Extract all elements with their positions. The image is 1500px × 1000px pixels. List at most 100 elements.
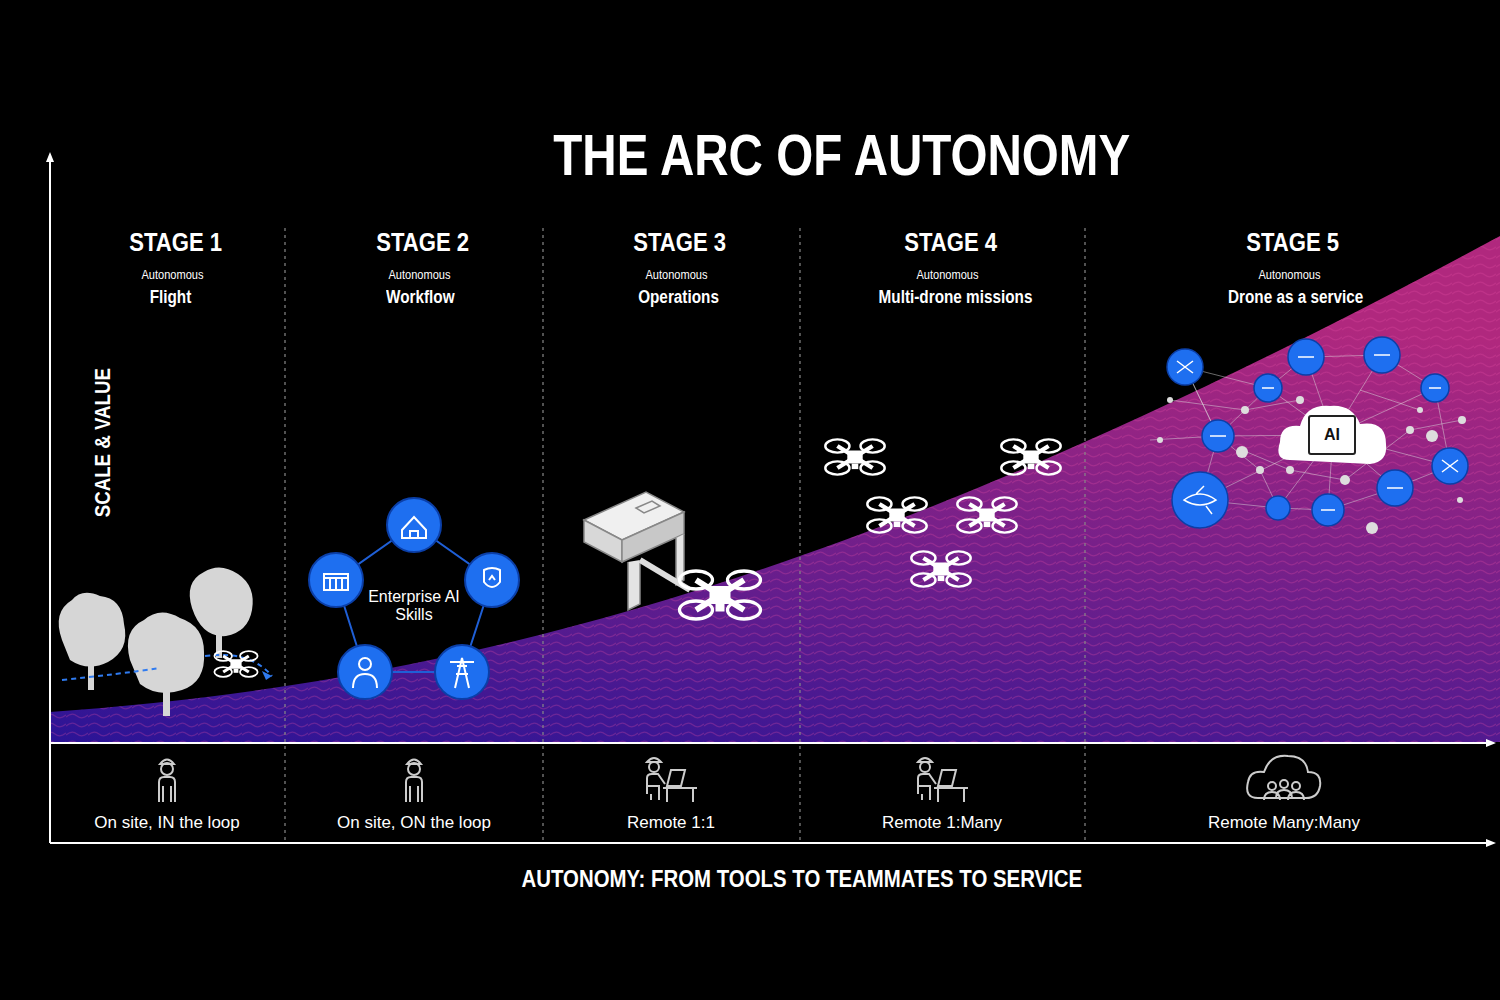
control-mode: On site, ON the loop — [337, 813, 491, 833]
illustration-part — [1340, 475, 1350, 485]
illustration-part — [309, 553, 363, 607]
illustration-part — [1292, 782, 1300, 790]
illustration-part — [309, 498, 519, 699]
illustration-part — [1236, 446, 1248, 458]
stage-kind: Autonomous — [388, 268, 450, 283]
stage-name: Multi-drone missions — [879, 287, 1033, 308]
illustration-part — [584, 520, 622, 562]
illustration-part — [911, 551, 970, 586]
illustration-part — [214, 651, 257, 677]
illustration-part — [1247, 756, 1320, 800]
stage-name: Operations — [638, 287, 719, 308]
illustration-part — [1278, 406, 1386, 464]
control-mode: Remote 1:Many — [882, 813, 1002, 833]
illustration-part — [324, 517, 500, 688]
illustration-part — [1457, 497, 1463, 503]
control-mode: Remote 1:1 — [627, 813, 715, 833]
illustration-part — [1486, 839, 1496, 847]
illustration-part — [1286, 466, 1294, 474]
illustration-part — [1366, 522, 1378, 534]
chip-text: AI — [1324, 426, 1340, 444]
illustration-part — [867, 497, 926, 532]
stage-number: STAGE 2 — [376, 228, 469, 258]
illustration-part — [799, 228, 800, 842]
illustration-part — [542, 228, 543, 842]
illustration-part — [406, 760, 422, 803]
illustration-part — [1167, 397, 1173, 403]
stage-name: Workflow — [386, 287, 455, 308]
illustration-part — [46, 152, 54, 162]
illustration-part — [49, 158, 51, 843]
illustration-part — [1426, 430, 1438, 442]
stage-name: Drone as a service — [1228, 287, 1363, 308]
illustration-part — [50, 236, 1500, 742]
illustration-part — [1256, 466, 1264, 474]
stage-kind: Autonomous — [645, 268, 707, 283]
illustration-part — [1280, 780, 1288, 788]
illustration-part — [1406, 426, 1414, 434]
illustration-part — [59, 567, 253, 716]
illustration-part — [159, 760, 175, 803]
stage-kind: Autonomous — [141, 268, 203, 283]
illustration-part — [1157, 437, 1163, 443]
illustration-part — [190, 567, 253, 636]
illustration-part — [825, 439, 884, 474]
illustration-part — [1486, 739, 1496, 747]
illustration-part — [387, 498, 441, 552]
illustration-part — [338, 645, 392, 699]
illustration-part — [484, 568, 500, 587]
illustration-part — [324, 574, 348, 590]
stage-number: STAGE 4 — [904, 228, 997, 258]
illustration-part — [50, 842, 1488, 844]
illustration-part — [636, 501, 660, 513]
stage-kind: Autonomous — [916, 268, 978, 283]
illustration-part — [680, 571, 761, 619]
illustration-part — [957, 497, 1016, 532]
illustration-part — [1241, 406, 1249, 414]
illustration-part — [402, 517, 426, 538]
stage-name: Flight — [150, 287, 192, 308]
illustration-part — [285, 228, 1085, 842]
caption: AUTONOMY: FROM TOOLS TO TEAMMATES TO SER… — [521, 865, 1082, 893]
illustration-part — [353, 674, 377, 688]
illustration-part — [1001, 439, 1060, 474]
title: THE ARC OF AUTONOMY — [553, 122, 1130, 189]
control-mode: Remote Many:Many — [1208, 813, 1360, 833]
illustration-part — [359, 658, 371, 670]
illustration-part — [1184, 486, 1216, 514]
illustration-part — [1247, 756, 1320, 798]
illustration-part — [450, 658, 474, 688]
illustration-part — [46, 152, 1496, 847]
illustration-part — [1264, 790, 1304, 800]
illustration-part — [918, 758, 968, 802]
illustration-part — [1177, 355, 1458, 514]
ai-chip: AI — [1308, 415, 1356, 455]
illustration-part — [50, 742, 1488, 744]
illustration-part — [128, 612, 204, 692]
stage-number: STAGE 1 — [129, 228, 222, 258]
illustration-part — [1157, 396, 1466, 534]
illustration-part — [1167, 337, 1468, 528]
axis-label: SCALE & VALUE — [91, 368, 116, 517]
illustration-part — [1458, 416, 1466, 424]
illustration-part — [284, 228, 285, 842]
illustration-part — [435, 645, 489, 699]
stage-number: STAGE 5 — [1246, 228, 1339, 258]
stage-kind: Autonomous — [1258, 268, 1320, 283]
illustration-part — [50, 236, 1500, 742]
illustration-part — [1084, 228, 1085, 842]
illustration-part — [465, 553, 519, 607]
illustration-part — [1266, 496, 1290, 520]
illustration-part — [1177, 355, 1458, 510]
illustration-part — [622, 512, 684, 562]
illustration-part — [1417, 407, 1423, 413]
illustration-part — [1268, 782, 1276, 790]
illustration-part — [1172, 472, 1228, 528]
illustration-part — [647, 758, 697, 802]
stage-number: STAGE 3 — [633, 228, 726, 258]
hub-label: Enterprise AI Skills — [359, 588, 469, 625]
illustration-part — [1296, 396, 1304, 404]
illustration-part — [584, 492, 684, 610]
control-mode: On site, IN the loop — [94, 813, 240, 833]
illustration-part — [262, 671, 272, 680]
